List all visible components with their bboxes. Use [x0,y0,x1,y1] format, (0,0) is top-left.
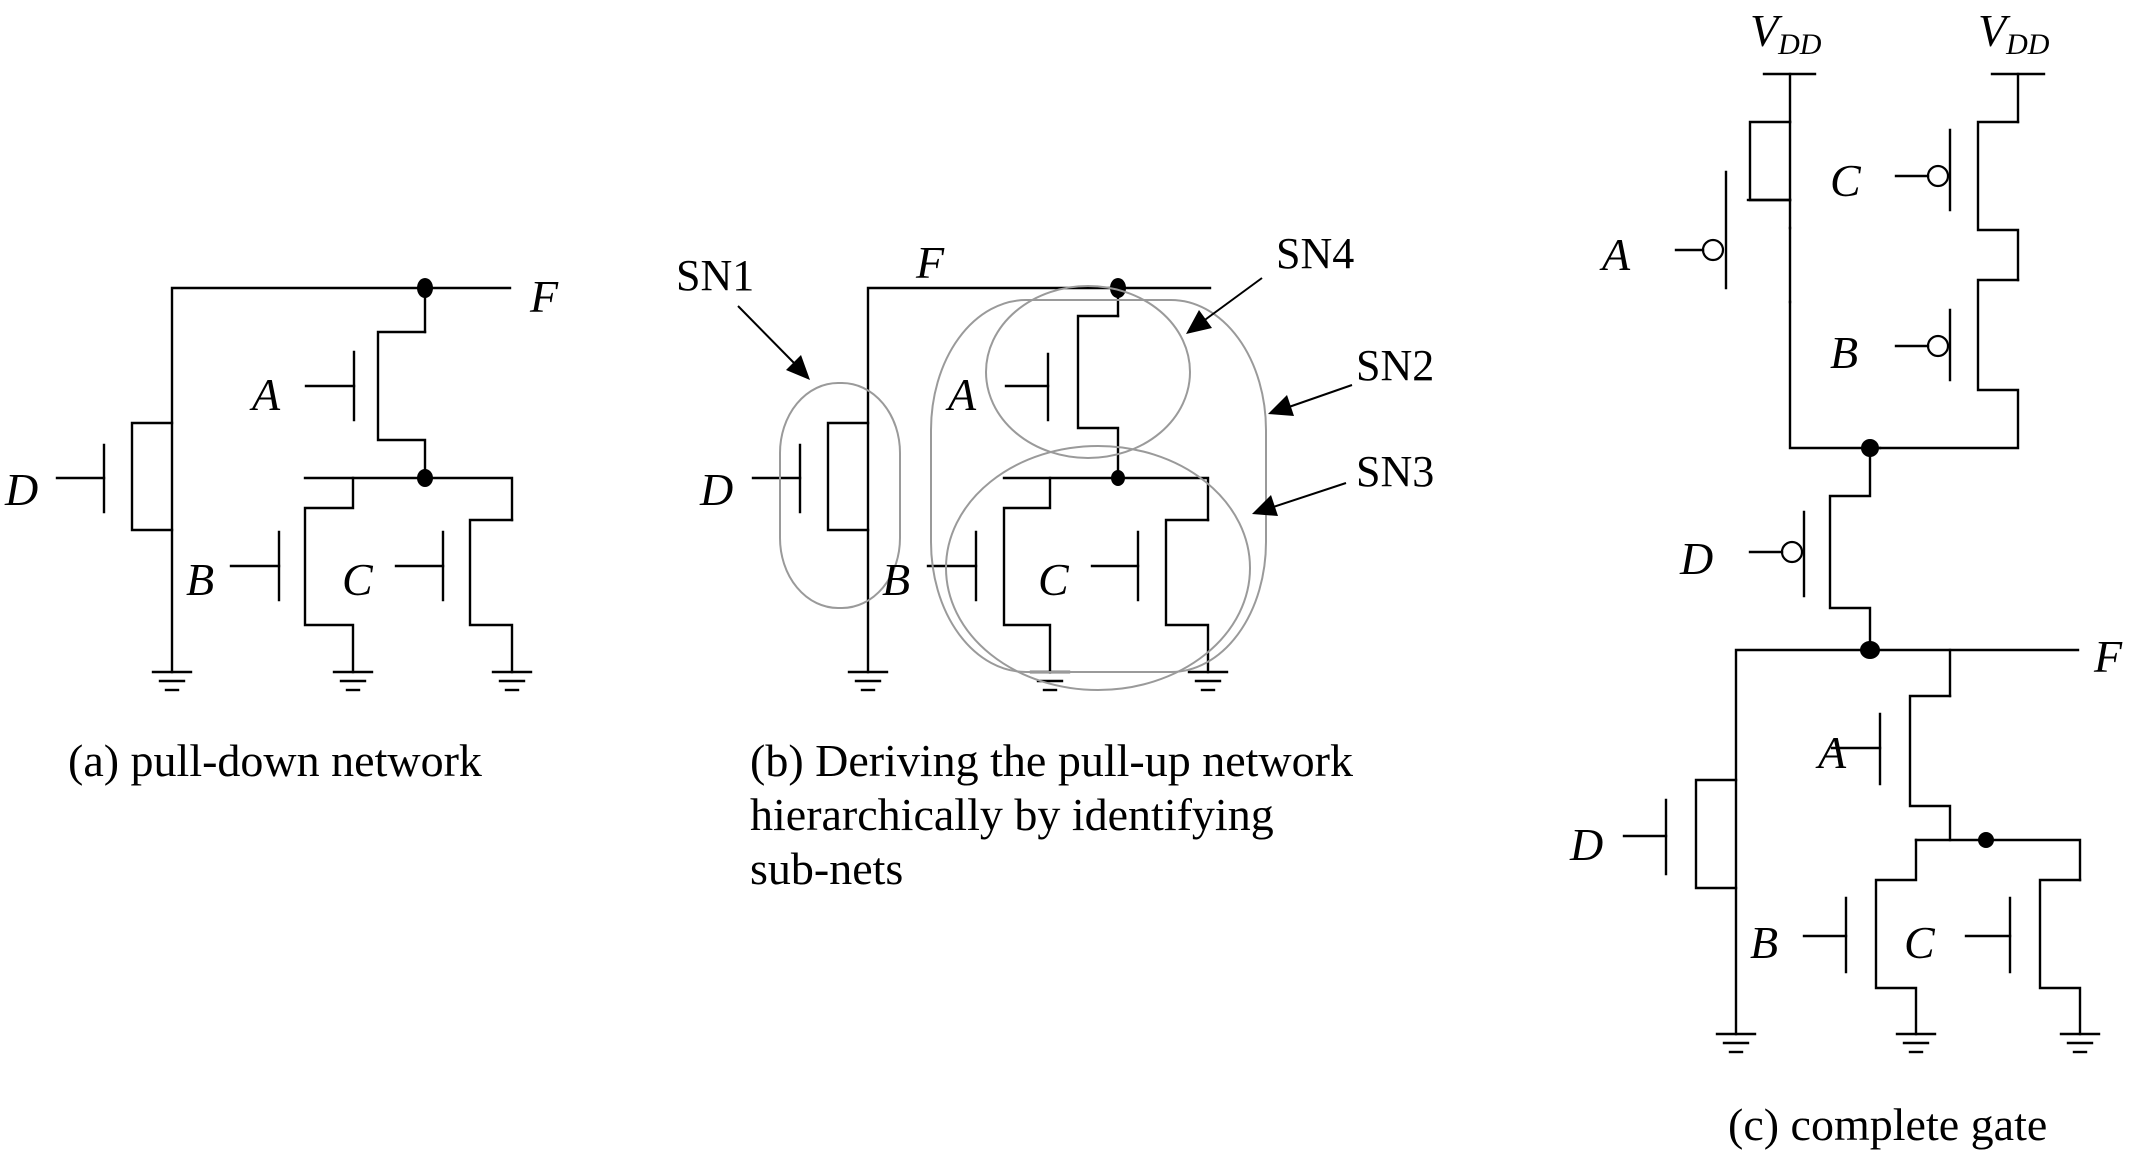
caption-b-line1: (b) Deriving the pull-up network [750,735,1353,786]
label-input-c: C [1830,155,1862,206]
ground-symbol [332,670,374,692]
label-output-f: F [915,237,945,288]
subnet-outlines [779,285,1267,691]
label-input-d: D [1569,819,1603,870]
label-output-f: F [529,271,559,322]
label-input-b: B [186,554,214,605]
arrowhead [786,355,810,380]
caption-b-line2: hierarchically by identifying [750,789,1274,840]
label-input-c: C [342,554,374,605]
ground-symbol [1715,1032,1757,1054]
inversion-bubble [1780,540,1804,564]
inversion-bubble [1701,238,1725,262]
label-input-d: D [699,464,733,515]
label-input-a: A [945,369,977,420]
label-input-d: D [4,464,38,515]
label-vdd: VDD [1978,5,2050,61]
label-input-b: B [1830,327,1858,378]
label-sn3: SN3 [1356,447,1434,496]
panel-a-pull-down-network: F A D B C (a) pull-down network [4,271,559,786]
label-input-a: A [1815,727,1847,778]
wires-a [55,286,514,674]
arrowhead [1268,395,1294,416]
pull-up-network [1674,72,2046,652]
ground-symbol [2059,1032,2101,1054]
ground-symbol [491,670,533,692]
ground-symbol [151,670,193,692]
inversion-bubble [1926,334,1950,358]
label-sn4: SN4 [1276,229,1354,278]
caption-b-line3: sub-nets [750,843,903,894]
label-output-f: F [2093,631,2123,682]
arrow-sn2 [1285,384,1353,409]
arrow-sn3 [1269,482,1347,509]
label-input-b: B [1750,917,1778,968]
caption-a: (a) pull-down network [68,735,482,786]
junction-dot [417,469,433,487]
label-input-a: A [249,369,281,420]
pull-down-network [1622,648,2082,1036]
inversion-bubble [1926,164,1950,188]
junction-dot [1111,470,1125,486]
subnet-arrows [737,277,1353,516]
ground-symbol [1187,670,1229,692]
label-sn2: SN2 [1356,341,1434,390]
junction-dot [417,278,433,298]
arrowhead [1252,495,1278,516]
panel-b-subnet-derivation: SN1 SN4 SN2 SN3 F A D B C (b) Deriving t… [676,229,1434,894]
caption-c: (c) complete gate [1728,1099,2047,1150]
junction-dot [1860,641,1880,659]
label-sn1: SN1 [676,251,754,300]
subnet-sn4-outline [985,285,1191,459]
arrow-sn1 [737,305,798,367]
panel-c-complete-gate: VDD VDD C A B D F A D B C (c) complete g… [1569,5,2123,1150]
label-input-c: C [1904,917,1936,968]
label-input-c: C [1038,554,1070,605]
label-input-b: B [882,554,910,605]
label-input-d: D [1679,533,1713,584]
junction-dot [1861,439,1879,457]
wires-b [751,286,1212,674]
subnet-sn1-outline [779,382,901,609]
arrowhead [1186,310,1212,334]
label-input-a: A [1599,229,1631,280]
junction-dot [1110,278,1126,298]
arrow-sn4 [1201,277,1263,323]
ground-symbol [847,670,889,692]
subnet-sn3-outline [945,445,1251,691]
label-vdd: VDD [1750,5,1822,61]
junction-dot [1978,832,1994,848]
subnet-sn2-outline [930,299,1267,673]
ground-symbol [1895,1032,1937,1054]
